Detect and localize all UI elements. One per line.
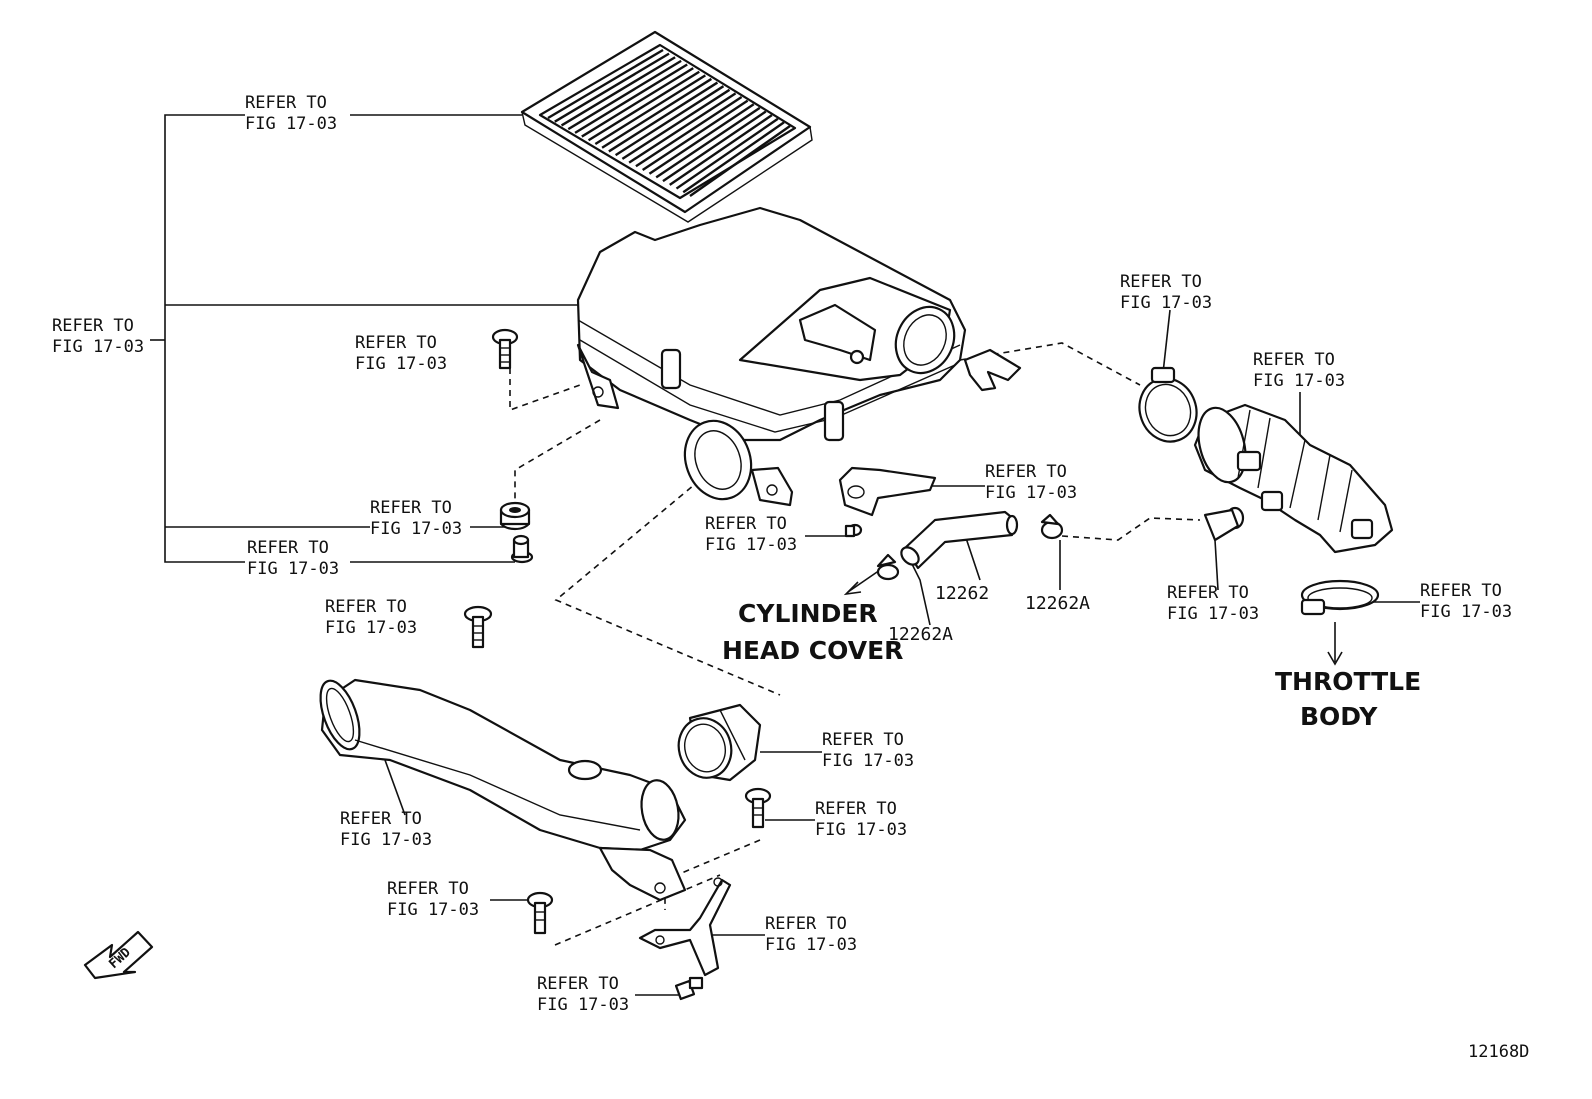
ventilation-hose xyxy=(900,510,1019,570)
figure-ref-line: FIG 17-03 xyxy=(815,820,907,840)
refer-to-line: REFER TO xyxy=(815,799,897,819)
air-cleaner-housing xyxy=(576,206,1022,507)
refer-to-line: REFER TO xyxy=(1120,272,1202,292)
bolt-bracket xyxy=(674,976,704,1001)
refer-to-line: REFER TO xyxy=(1167,583,1249,603)
figure-ref-line: FIG 17-03 xyxy=(355,354,447,374)
refer-to-line: REFER TO xyxy=(985,462,1067,482)
part-number-hose: 12262 xyxy=(935,583,989,604)
figure-ref-line: FIG 17-03 xyxy=(537,995,629,1015)
figure-ref-line: FIG 17-03 xyxy=(1120,293,1212,313)
figure-ref-line: FIG 17-03 xyxy=(52,337,144,357)
bolt-top-left xyxy=(491,328,519,370)
figure-ref-line: FIG 17-03 xyxy=(985,483,1077,503)
refer-to-line: REFER TO xyxy=(1253,350,1335,370)
bolt-lower-center xyxy=(744,787,772,829)
refer-to-line: REFER TO xyxy=(1420,581,1502,601)
figure-ref-line: FIG 17-03 xyxy=(340,830,432,850)
refer-to-line: REFER TO xyxy=(247,538,329,558)
hose-clamp-lower xyxy=(1300,579,1380,616)
part-number-clamp-left: 12262A xyxy=(888,624,953,645)
figure-ref-line: FIG 17-03 xyxy=(765,935,857,955)
figure-ref-line: FIG 17-03 xyxy=(1253,371,1345,391)
figure-ref-line: FIG 17-03 xyxy=(245,114,337,134)
destination-throttle-body-line2: BODY xyxy=(1300,702,1378,731)
intake-connector-hose xyxy=(677,703,762,782)
grommet xyxy=(499,501,531,531)
figure-id: 12168D xyxy=(1468,1042,1529,1062)
part-number-clamp-right: 12262A xyxy=(1025,593,1090,614)
figure-ref-line: FIG 17-03 xyxy=(325,618,417,638)
figure-ref-line: FIG 17-03 xyxy=(705,535,797,555)
bolt-lower-left xyxy=(526,891,554,935)
refer-to-line: REFER TO xyxy=(325,597,407,617)
figure-ref-line: FIG 17-03 xyxy=(1167,604,1259,624)
refer-to-line: REFER TO xyxy=(387,879,469,899)
figure-ref-line: FIG 17-03 xyxy=(822,751,914,771)
figure-ref-line: FIG 17-03 xyxy=(1420,602,1512,622)
destination-throttle-body-line1: THROTTLE xyxy=(1275,667,1421,696)
refer-to-line: REFER TO xyxy=(245,93,327,113)
air-intake-duct xyxy=(319,678,687,902)
collar xyxy=(510,534,534,564)
figure-ref-line: FIG 17-03 xyxy=(387,900,479,920)
support-bracket xyxy=(638,877,732,977)
destination-cylinder-head-cover-line1: CYLINDER xyxy=(738,599,878,628)
intake-hose xyxy=(1193,403,1394,554)
figure-ref-line: FIG 17-03 xyxy=(247,559,339,579)
hose-clamp-right xyxy=(1040,513,1064,540)
refer-to-line: REFER TO xyxy=(537,974,619,994)
bolt-middle-left xyxy=(463,605,493,649)
destination-cylinder-head-cover-line2: HEAD COVER xyxy=(722,636,903,665)
forward-direction-arrow: FWD xyxy=(83,930,154,980)
pcv-fitting xyxy=(1203,506,1245,542)
refer-to-line: REFER TO xyxy=(340,809,422,829)
hose-clamp-left xyxy=(876,553,900,581)
figure-ref-line: FIG 17-03 xyxy=(370,519,462,539)
refer-to-line: REFER TO xyxy=(370,498,452,518)
intake-air-sensor xyxy=(838,466,937,538)
leader-lines xyxy=(150,114,1420,996)
refer-to-line: REFER TO xyxy=(355,333,437,353)
air-filter-element xyxy=(520,30,813,223)
refer-to-line: REFER TO xyxy=(765,914,847,934)
hose-clamp-upper xyxy=(1138,366,1198,443)
refer-to-line: REFER TO xyxy=(52,316,134,336)
refer-to-line: REFER TO xyxy=(705,514,787,534)
refer-to-line: REFER TO xyxy=(822,730,904,750)
